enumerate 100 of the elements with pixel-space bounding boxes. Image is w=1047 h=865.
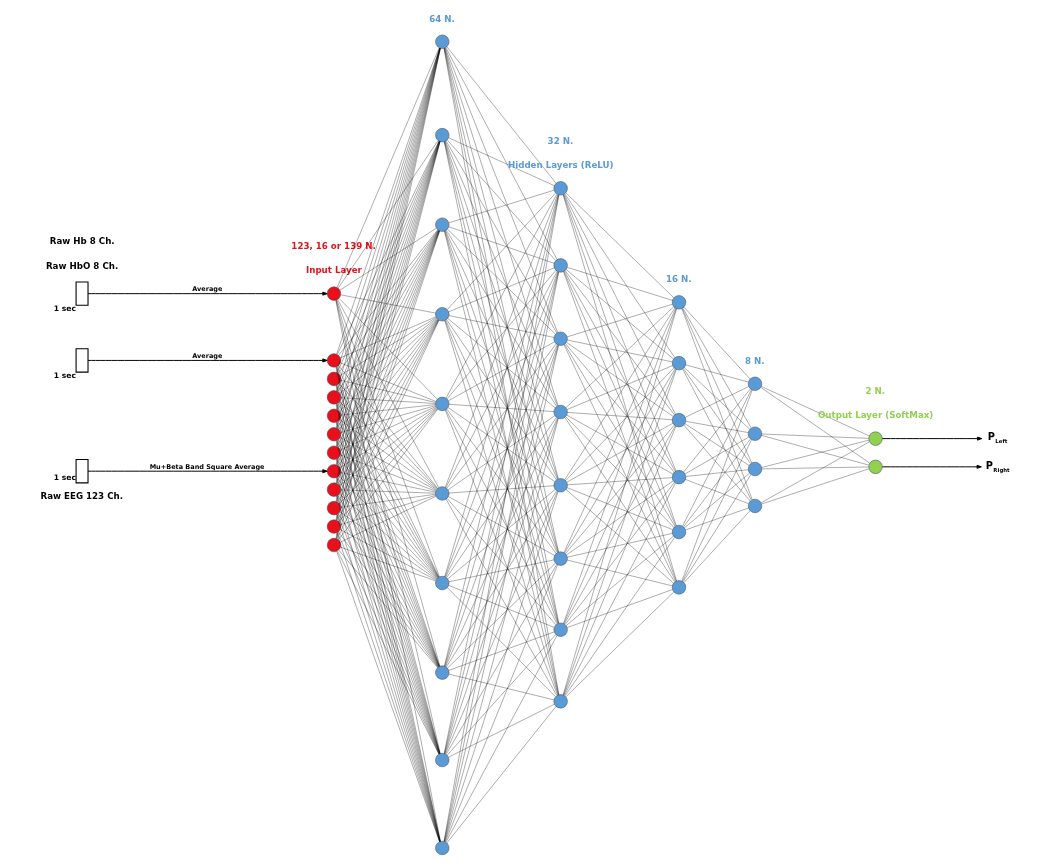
connector xyxy=(445,194,557,399)
connector xyxy=(338,493,437,579)
arrow xyxy=(87,469,328,474)
node-box xyxy=(75,348,89,373)
node-circle xyxy=(434,307,449,322)
connector xyxy=(446,229,556,335)
arrow xyxy=(881,464,982,469)
label: 8 N. xyxy=(744,355,765,366)
node-circle xyxy=(671,470,686,485)
label: Raw EEG 123 Ch. xyxy=(40,491,123,502)
connector xyxy=(566,487,673,530)
connector xyxy=(447,489,555,580)
connector xyxy=(448,631,554,671)
node-circle xyxy=(326,371,341,386)
node-circle xyxy=(553,478,568,493)
connector xyxy=(443,418,558,842)
node-circle xyxy=(326,482,341,497)
connector xyxy=(444,48,558,406)
connector xyxy=(337,365,438,489)
node-circle xyxy=(553,551,568,566)
connector xyxy=(339,529,436,581)
node-circle xyxy=(553,622,568,637)
connector xyxy=(565,489,674,584)
label: Hidden Layers (ReLU) xyxy=(507,160,614,171)
connector xyxy=(448,585,554,628)
connector xyxy=(447,415,555,490)
connector xyxy=(335,299,440,667)
label: 2 N. xyxy=(865,385,885,396)
connector xyxy=(444,320,558,624)
node-circle xyxy=(434,752,449,768)
connector xyxy=(444,418,558,754)
label: Raw HbO 8 Ch. xyxy=(45,260,118,271)
connector xyxy=(448,267,554,312)
connector xyxy=(340,380,436,403)
connector xyxy=(562,194,677,582)
connector xyxy=(445,319,557,481)
node-circle xyxy=(326,427,341,442)
node-circle xyxy=(868,459,883,474)
connector xyxy=(444,230,558,624)
node-circle xyxy=(671,413,686,428)
connector xyxy=(337,140,438,289)
node-circle xyxy=(671,580,686,595)
node-circle xyxy=(434,575,449,591)
connector xyxy=(340,397,436,404)
node-circle xyxy=(434,486,449,501)
label: 32 N. xyxy=(547,135,573,146)
connector xyxy=(566,533,672,558)
connector xyxy=(336,299,440,577)
connector xyxy=(447,341,555,401)
connector xyxy=(563,308,676,553)
connector xyxy=(564,482,675,625)
connector xyxy=(564,417,675,582)
connector xyxy=(444,141,558,480)
connector xyxy=(338,383,437,489)
node-circle xyxy=(747,498,762,513)
connector xyxy=(339,316,436,359)
node-box xyxy=(75,281,89,306)
connector xyxy=(339,362,436,402)
node-box xyxy=(75,458,89,484)
connector xyxy=(444,491,558,754)
connector xyxy=(446,46,556,184)
connector xyxy=(446,498,556,625)
connector xyxy=(566,415,673,475)
connector xyxy=(565,480,673,556)
node-circle xyxy=(553,404,568,420)
node-circle xyxy=(671,295,686,310)
node-circle xyxy=(553,181,568,196)
connector xyxy=(336,47,439,288)
node-text: P$_{Left}$ xyxy=(987,431,1007,445)
connector xyxy=(447,407,555,482)
connector xyxy=(445,417,557,578)
connector xyxy=(566,423,673,483)
node-circle xyxy=(326,286,341,301)
connector xyxy=(447,318,555,409)
connector xyxy=(445,230,557,407)
connector xyxy=(340,489,436,494)
node-circle xyxy=(434,396,449,411)
connector xyxy=(339,419,437,490)
connector xyxy=(338,318,437,412)
label: Output Layer (SoftMax) xyxy=(817,410,933,421)
connector xyxy=(339,317,436,376)
node-circle xyxy=(434,128,449,143)
node-circle xyxy=(553,258,568,273)
connector xyxy=(338,475,437,579)
connector xyxy=(448,559,554,582)
connector xyxy=(445,47,557,260)
connector xyxy=(445,271,557,488)
connector xyxy=(563,271,676,526)
connector xyxy=(338,408,437,504)
connector xyxy=(338,318,437,394)
connector xyxy=(444,491,558,842)
node-text: P$_{Right}$ xyxy=(985,459,1010,473)
node-circle xyxy=(326,501,341,516)
node-circle xyxy=(434,840,449,856)
connector xyxy=(563,426,676,696)
node-circle xyxy=(671,356,686,371)
connector xyxy=(448,315,554,338)
connector xyxy=(448,404,554,412)
connector xyxy=(445,409,557,624)
connector xyxy=(339,511,437,580)
